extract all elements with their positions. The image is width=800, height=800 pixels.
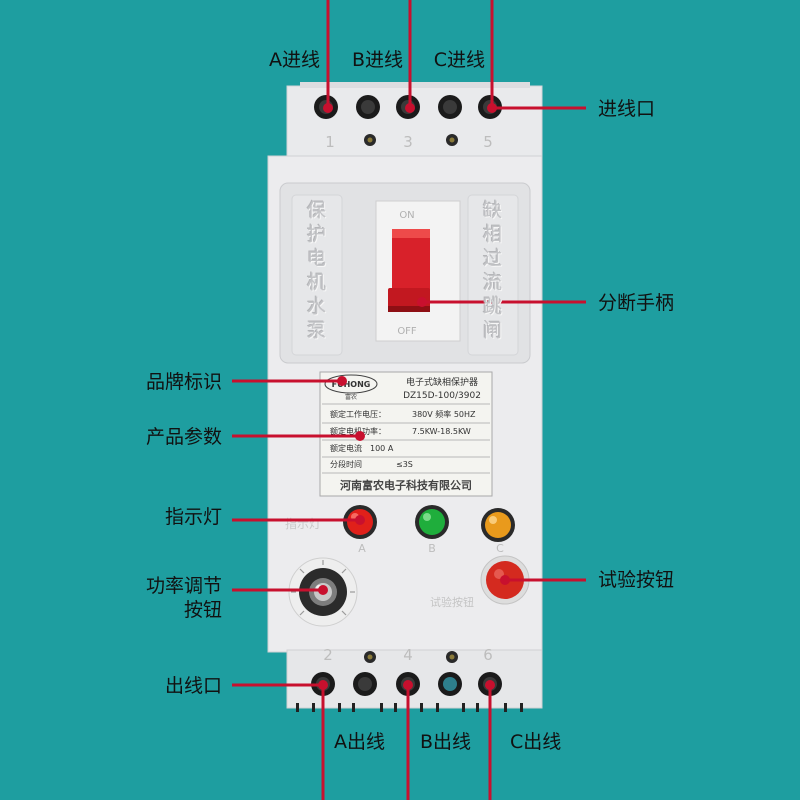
manufacturer: 河南富农电子科技有限公司 (340, 478, 472, 492)
callout-power-knob: 功率调节 按钮 (146, 575, 328, 621)
callout-outlet-label: 出线口 (165, 675, 222, 697)
right-window-text: 缺相过流跳闸 (480, 200, 502, 344)
bottom-terminal-holes (311, 672, 502, 696)
switch-off-label: OFF (397, 326, 417, 337)
indicator-panel-label: 指示灯 (285, 516, 321, 531)
callout-b-out: B出线 (403, 680, 471, 800)
terminal-number: 6 (483, 646, 493, 664)
callouts: A进线 B进线 C进线 进线口 分断手柄 试验按钮 (146, 0, 674, 800)
callout-a-out-label: A出线 (334, 731, 385, 753)
callout-b-in-label: B进线 (352, 49, 403, 71)
switch-handle (388, 229, 430, 312)
terminal-number: 2 (323, 646, 333, 664)
vent-slots (296, 703, 523, 712)
top-terminal-numbers: 1 2 3 4 5 (325, 133, 493, 151)
callout-handle-label: 分断手柄 (598, 292, 674, 314)
bottom-terminal-screws (364, 651, 458, 663)
spec-row: 额定电机功率： 7.5KW-18.5KW (330, 426, 471, 436)
callout-params-label: 产品参数 (146, 426, 222, 448)
spec-label: 额定电机功率： (330, 426, 386, 436)
product-model: DZ15D-100/3902 (403, 391, 481, 401)
indicator-light-b (415, 505, 449, 539)
indicator-label: C (496, 542, 504, 555)
nameplate-dividers (322, 403, 490, 474)
spec-value: 100 A (370, 444, 394, 453)
terminal-number: 3 (403, 133, 413, 151)
switch-on-label: ON (399, 210, 414, 221)
terminal-hole (356, 95, 380, 119)
terminal-number: 4 (403, 646, 413, 664)
callout-indicator: 指示灯 (165, 506, 365, 528)
callout-test-label: 试验按钮 (598, 569, 674, 591)
spec-value: ≤3S (396, 460, 413, 469)
callout-brand: 品牌标识 (146, 371, 347, 393)
callout-a-in-label: A进线 (269, 49, 320, 71)
terminal-number: 1 (325, 133, 335, 151)
breaker-switch: ON OFF (375, 200, 461, 342)
knob-ticks (291, 560, 355, 616)
spec-value: 7.5KW-18.5KW (412, 427, 471, 436)
indicator-label: B (428, 542, 436, 555)
callout-c-out-label: C出线 (510, 731, 561, 753)
callout-brand-label: 品牌标识 (146, 371, 222, 393)
callout-power-knob-label-line2: 按钮 (184, 599, 222, 621)
callout-params: 产品参数 (146, 426, 365, 448)
callout-b-in: B进线 (352, 0, 415, 113)
brand-logo (324, 374, 378, 394)
callout-b-out-label: B出线 (420, 731, 471, 753)
spec-label: 额定工作电压： (330, 409, 386, 419)
terminal-hole (353, 672, 377, 696)
spec-value: 380V 频率 50HZ (412, 409, 476, 419)
callout-indicator-label: 指示灯 (165, 506, 222, 528)
callout-test: 试验按钮 (500, 569, 674, 591)
left-window-text: 保护电机水泵 (304, 200, 326, 344)
spec-label: 分段时间 (330, 459, 362, 469)
bottom-terminal-numbers: 2 4 6 (323, 646, 493, 664)
callout-handle: 分断手柄 (417, 292, 674, 314)
product-name: 电子式缺相保护器 (406, 376, 478, 388)
callout-c-in-label: C进线 (434, 49, 485, 71)
terminal-hole (438, 672, 462, 696)
test-button-label: 试验按钮 (430, 595, 474, 609)
indicator-light-c (481, 508, 515, 542)
spec-row: 额定工作电压： 380V 频率 50HZ (330, 409, 476, 419)
callout-a-out: A出线 (321, 685, 385, 800)
callout-inlet-label: 进线口 (598, 98, 655, 120)
terminal-hole (438, 95, 462, 119)
spec-label: 额定电流 (330, 443, 362, 453)
callout-power-knob-label-line1: 功率调节 (146, 575, 222, 597)
callout-a-in: A进线 (269, 0, 333, 113)
nameplate: FUHONG 富农 电子式缺相保护器 DZ15D-100/3902 额定工作电压… (319, 371, 493, 497)
brand-logo-text: FUHONG (332, 380, 371, 389)
spec-row: 额定电流 100 A (330, 443, 394, 453)
spec-row: 分段时间 ≤3S (330, 459, 413, 469)
callout-inlet: 进线口 (492, 98, 655, 120)
callout-c-out: C出线 (485, 680, 561, 800)
terminal-number: 5 (483, 133, 493, 151)
brand-logo-subtext: 富农 (345, 393, 357, 401)
top-terminal-lip (300, 82, 530, 88)
indicator-label: A (358, 542, 366, 555)
top-terminal-screws (364, 134, 458, 146)
